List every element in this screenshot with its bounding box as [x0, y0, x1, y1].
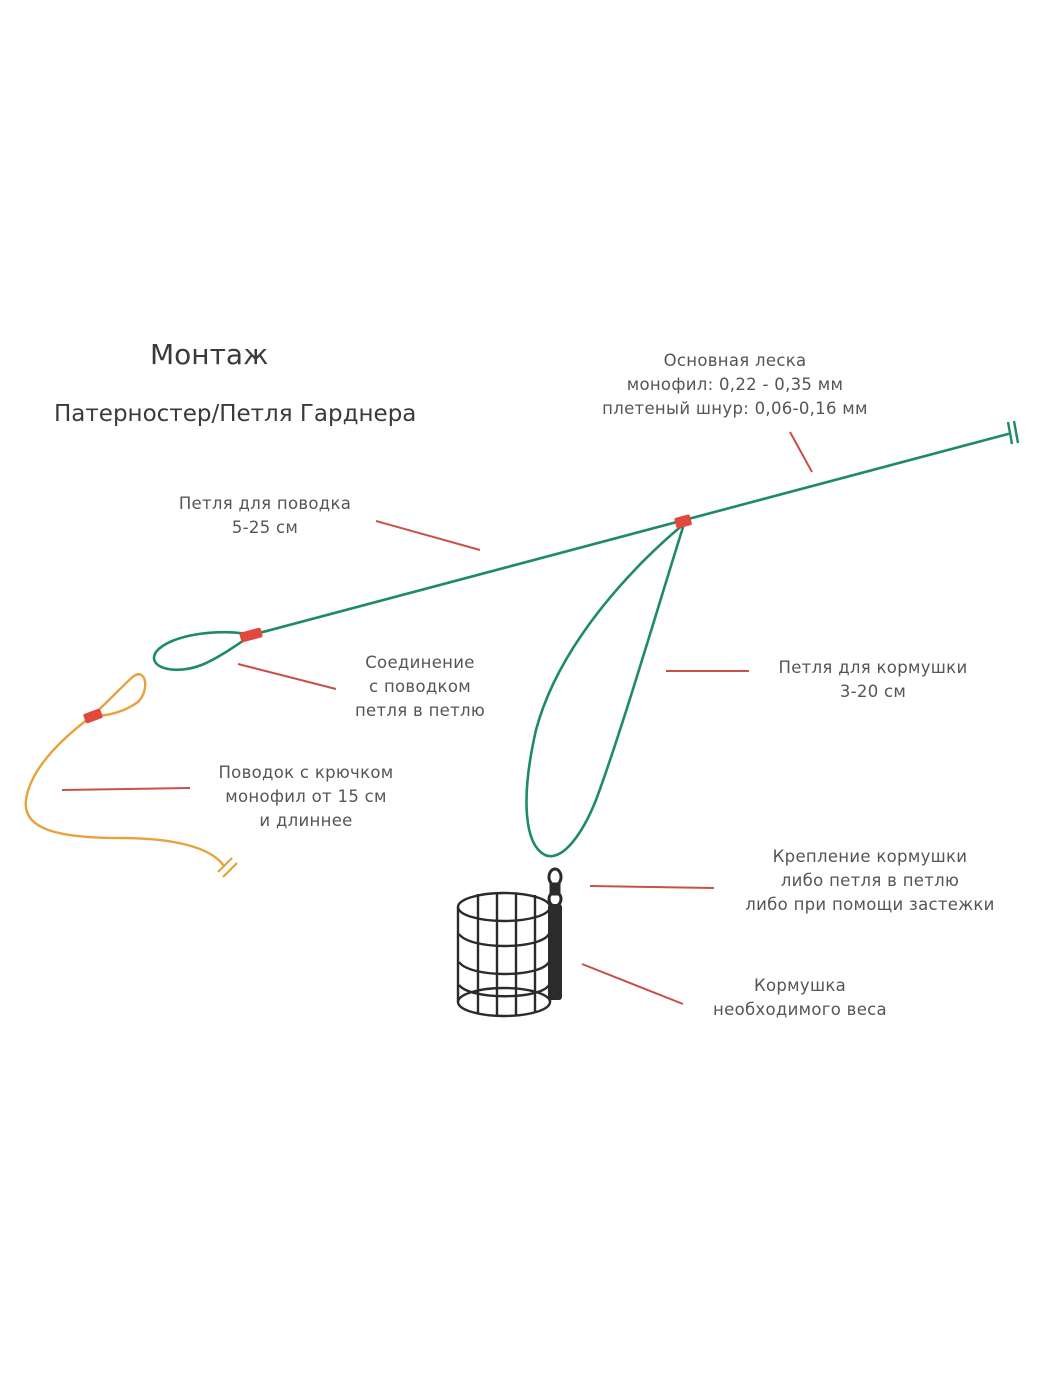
pointer-feeder-attach — [589, 885, 715, 889]
label-connection: Соединение с поводком петля в петлю — [340, 651, 500, 723]
label-feeder-loop-1: Петля для кормушки — [778, 658, 968, 677]
label-leader-3: и длиннее — [259, 811, 353, 830]
hook-leader-end-mark-1 — [217, 857, 233, 873]
label-feeder-attach-3: либо при помощи застежки — [745, 895, 995, 914]
knot-leader-loop — [239, 627, 263, 643]
knot-hook-leader — [83, 708, 103, 724]
label-feeder-1: Кормушка — [753, 976, 847, 995]
label-feeder-loop: Петля для кормушки 3-20 см — [763, 656, 983, 704]
label-connection-1: Соединение — [365, 653, 475, 672]
label-main-line: Основная леска монофил: 0,22 - 0,35 мм п… — [600, 349, 870, 421]
hook-leader — [24, 715, 225, 867]
label-leader: Поводок с крючком монофил от 15 см и дли… — [196, 761, 416, 833]
label-connection-3: петля в петлю — [354, 701, 486, 720]
diagram-subtitle: Патерностер/Петля Гарднера — [54, 401, 417, 427]
pointer-leader — [61, 787, 191, 791]
pointer-leader-loop — [375, 520, 481, 551]
feeder-icon — [456, 891, 552, 1018]
label-feeder-loop-2: 3-20 см — [839, 682, 907, 701]
hook-leader-end-mark-2 — [222, 862, 238, 878]
label-connection-2: с поводком — [369, 677, 471, 696]
pointer-connection — [237, 663, 337, 690]
label-leader-1: Поводок с крючком — [218, 763, 394, 782]
label-feeder-attach: Крепление кормушки либо петля в петлю ли… — [730, 845, 1010, 917]
main-line-end-mark-2 — [1012, 420, 1020, 444]
pointer-feeder — [581, 963, 684, 1005]
label-main-line-1: Основная леска — [663, 351, 807, 370]
label-leader-2: монофил от 15 см — [225, 787, 387, 806]
label-leader-loop-2: 5-25 см — [231, 518, 299, 537]
label-feeder-attach-2: либо петля в петлю — [780, 871, 960, 890]
pointer-main-line — [789, 431, 813, 473]
feeder-loop — [525, 520, 687, 858]
label-feeder-attach-1: Крепление кормушки — [772, 847, 968, 866]
knot-main-junction — [674, 514, 692, 529]
label-leader-loop-1: Петля для поводка — [178, 494, 352, 513]
swivel-icon — [547, 867, 563, 908]
label-main-line-3: плетеный шнур: 0,06-0,16 мм — [602, 399, 868, 418]
label-feeder: Кормушка необходимого веса — [700, 974, 900, 1022]
label-leader-loop: Петля для поводка 5-25 см — [165, 492, 365, 540]
label-feeder-2: необходимого веса — [713, 1000, 887, 1019]
feeder-weight — [548, 904, 562, 1000]
diagram-title: Монтаж — [150, 338, 269, 371]
main-line-end-mark-1 — [1006, 421, 1014, 445]
leader-loop — [152, 630, 256, 672]
main-line — [246, 432, 1010, 638]
label-main-line-2: монофил: 0,22 - 0,35 мм — [626, 375, 844, 394]
hook-leader-loop — [88, 673, 147, 718]
